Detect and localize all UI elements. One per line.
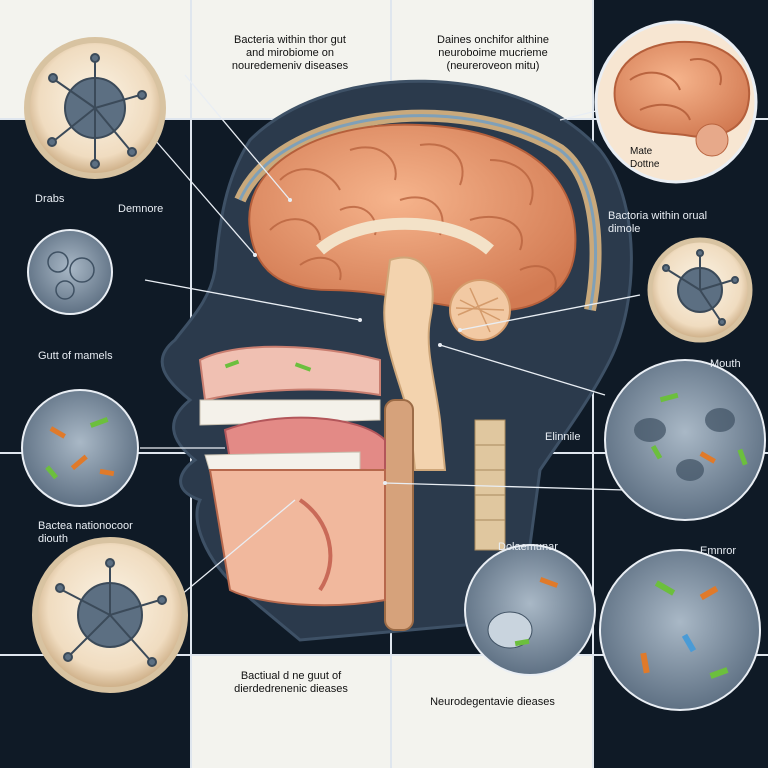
bottom-panel-right — [392, 655, 592, 768]
brainstem — [383, 256, 447, 471]
bottom-panel-center — [192, 655, 390, 768]
tissue-callout-bottom-center — [464, 544, 596, 676]
label-neurodegenerative: Neurodegentavie dieases — [430, 696, 555, 708]
virus-callout-top-left — [24, 37, 166, 179]
tissue-callout-bottom-right — [599, 549, 761, 711]
tissue-callout-right — [604, 359, 766, 521]
virus-callout-bottom-left — [32, 537, 188, 693]
label-bactea-notion: Bactea nationocoor diouth — [38, 520, 133, 545]
brain-callout-top-right — [594, 20, 758, 184]
title-top-left: Bacteria within thor gut and mirobiome o… — [231, 34, 349, 72]
spine — [474, 419, 506, 551]
cerebellum — [449, 279, 511, 341]
bacteria-callout-left-lower — [21, 389, 139, 507]
title-bottom-center: Bactiual d ne guut of dierdedrenenic die… — [234, 670, 348, 695]
nasal-cavity — [198, 345, 381, 402]
upper-teeth — [199, 399, 381, 426]
label-emnror: Emnror — [700, 545, 737, 557]
tissue-callout-left-upper — [27, 229, 113, 315]
esophagus — [384, 399, 414, 631]
label-elinnile: Elinnile — [545, 431, 581, 443]
divider — [0, 654, 768, 656]
label-brain: Mate Dottne — [630, 146, 660, 170]
label-demnore: Demnore — [118, 203, 164, 215]
throat-tissue — [208, 469, 386, 607]
label-mouth: Mouth — [710, 358, 741, 370]
label-drabs: Drabs — [35, 193, 65, 205]
label-bacteria-oral: Bactoria within orual dimole — [608, 210, 708, 235]
corpus-callosum — [316, 217, 494, 255]
brain — [248, 123, 577, 312]
connector-dots — [253, 198, 462, 485]
label-gut-of-mamels: Gutt of mamels — [38, 350, 113, 362]
title-top-right: Daines onchifor althine neuroboime mucri… — [437, 34, 549, 72]
connector-lines — [140, 74, 641, 601]
virus-callout-right — [647, 237, 753, 343]
label-dolaemunar: Dolaemunar — [498, 541, 558, 553]
